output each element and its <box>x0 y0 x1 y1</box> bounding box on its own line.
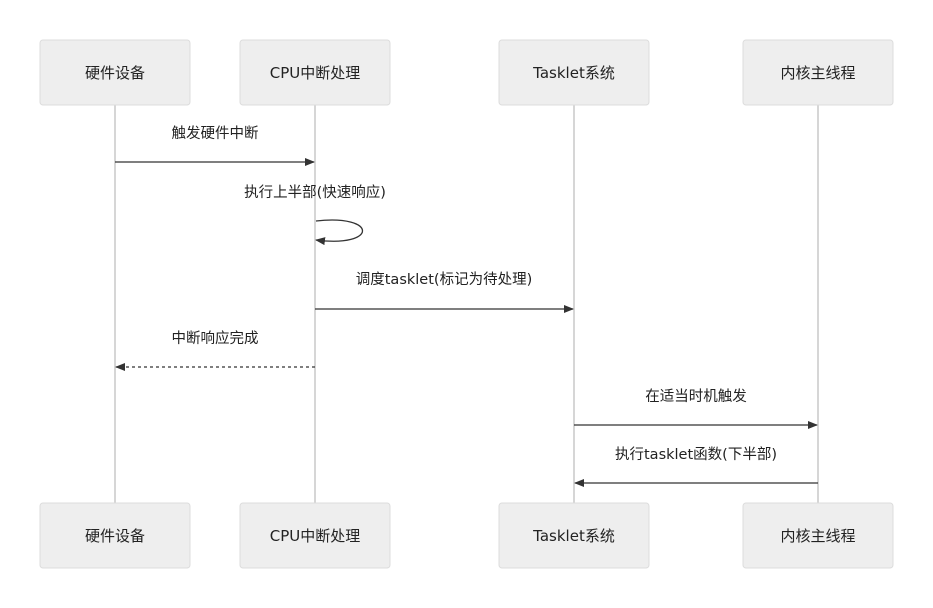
actor-hw-bottom-label: 硬件设备 <box>85 527 145 545</box>
actor-cpu-bottom-label: CPU中断处理 <box>270 527 361 545</box>
actor-kernel-top: 内核主线程 <box>742 39 894 106</box>
messages: 触发硬件中断 执行上半部(快速响应) 调度tasklet(标记为待处理) 中断响… <box>115 125 818 487</box>
actor-kernel-bottom: 内核主线程 <box>742 502 894 569</box>
actor-tasklet-top-label: Tasklet系统 <box>532 64 615 82</box>
actor-hw-top-label: 硬件设备 <box>85 64 145 82</box>
message-6-label: 执行tasklet函数(下半部) <box>615 446 777 463</box>
actors-top: 硬件设备 CPU中断处理 Tasklet系统 内核主线程 <box>39 39 894 106</box>
lifelines <box>114 105 819 503</box>
actor-cpu-bottom: CPU中断处理 <box>239 502 391 569</box>
actor-cpu-top-label: CPU中断处理 <box>270 64 361 82</box>
message-3-label: 调度tasklet(标记为待处理) <box>356 271 532 288</box>
message-4-label: 中断响应完成 <box>172 329 259 347</box>
actor-tasklet-bottom: Tasklet系统 <box>498 502 650 569</box>
message-2-label: 执行上半部(快速响应) <box>244 183 386 201</box>
actor-kernel-top-label: 内核主线程 <box>780 64 855 82</box>
actor-cpu-top: CPU中断处理 <box>239 39 391 106</box>
actor-kernel-bottom-label: 内核主线程 <box>780 527 855 545</box>
actor-hw-top: 硬件设备 <box>39 39 191 106</box>
actor-tasklet-bottom-label: Tasklet系统 <box>532 527 615 545</box>
actors-bottom: 硬件设备 CPU中断处理 Tasklet系统 内核主线程 <box>39 502 894 569</box>
actor-tasklet-top: Tasklet系统 <box>498 39 650 106</box>
message-1-label: 触发硬件中断 <box>172 125 259 142</box>
actor-hw-bottom: 硬件设备 <box>39 502 191 569</box>
message-5-label: 在适当时机触发 <box>645 388 747 405</box>
message-2-arrow <box>315 219 363 246</box>
